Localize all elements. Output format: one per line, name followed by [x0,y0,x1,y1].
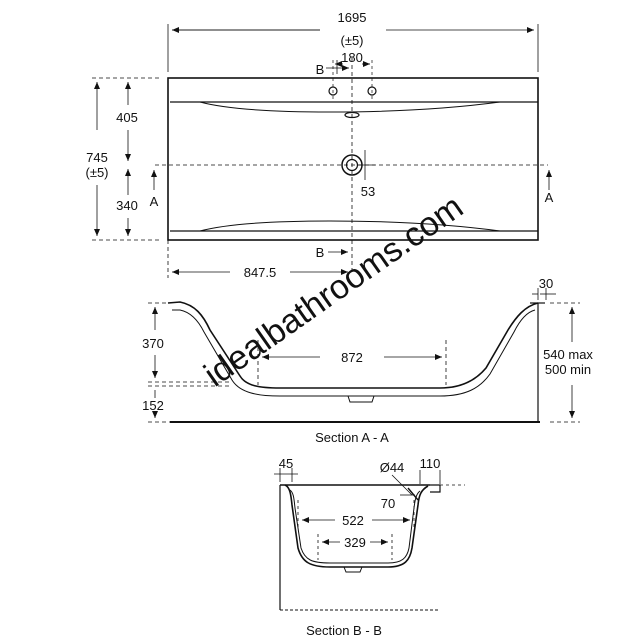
dim-section-b-inner-width: 522 [342,513,364,528]
section-a-view [148,288,580,423]
section-a-marker-right: A [545,190,554,205]
section-b-profile-outer [284,484,429,568]
dim-section-b-waste-dia: Ø44 [380,460,405,475]
dim-width-tol: (±5) [85,165,108,180]
plan-view [92,24,552,278]
dim-tap-spacing: 180 [341,50,363,65]
dim-section-a-foot: 152 [142,398,164,413]
bowl-bottom-curve [199,220,501,232]
dim-section-b-rim: 45 [279,456,293,471]
watermark-text: idealbathrooms.com [197,188,470,395]
dim-waste-offset: 53 [361,184,375,199]
dim-upper-part: 405 [116,110,138,125]
dim-section-b-ledge: 110 [420,456,441,471]
caption-section-a: Section A - A [315,430,389,445]
dim-section-a-depth: 370 [142,336,164,351]
dim-section-a-height-max: 540 max [543,347,593,362]
dim-lower-part: 340 [116,198,138,213]
dim-half-length: 847.5 [244,265,277,280]
dim-section-a-base: 872 [341,350,363,365]
dim-section-a-rim: 30 [539,276,553,291]
dim-section-a-height-min: 500 min [545,362,591,377]
section-b-marker-bottom: B [316,245,325,260]
dim-overall-length-tol: (±5) [340,33,363,48]
bath-profile-outer [167,301,539,389]
bath-outline [167,77,539,241]
bowl-top-curve [199,101,501,113]
dim-section-b-drop: 70 [381,496,395,511]
dim-section-b-base-width: 329 [344,535,366,550]
section-a-marker-left: A [150,194,159,209]
bath-profile-inner [172,309,536,397]
dim-width: 745 [86,150,108,165]
dim-overall-length: 1695 [338,10,367,25]
caption-section-b: Section B - B [306,623,382,638]
section-b-marker-top: B [316,62,325,77]
section-b-profile-inner [289,489,421,564]
section-b-view [274,468,465,611]
